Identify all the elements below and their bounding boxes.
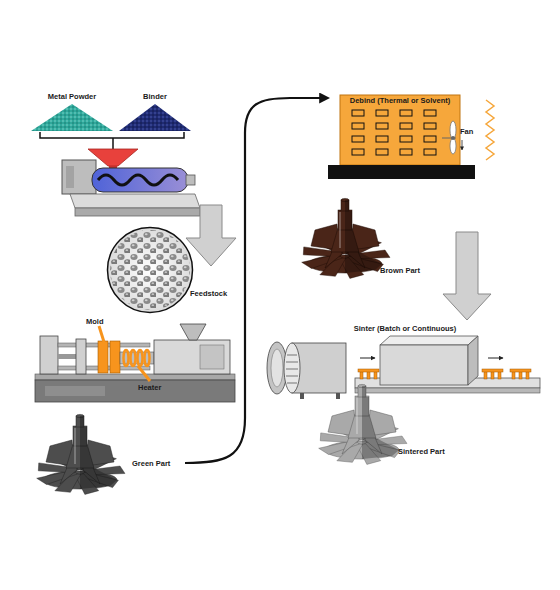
molding-machine (35, 324, 235, 402)
block-arrow (443, 232, 491, 320)
stage-label: Green Part (132, 459, 187, 468)
brown-part-image (299, 198, 390, 278)
flow-arrow (185, 98, 328, 463)
shape-outline (108, 228, 193, 313)
feedstock-circle: Feedstock (106, 226, 256, 316)
debind-oven (328, 95, 494, 179)
fan-label: Fan (460, 127, 473, 136)
green-part-image (34, 414, 125, 494)
stage-label: Sinter (Batch or Continuous) (265, 324, 545, 333)
batch-furnace (267, 342, 346, 399)
sintered-part: Sintered Part (320, 395, 470, 480)
stage-label: Feedstock (190, 289, 250, 298)
debind-oven-box: Debind (Thermal or Solvent) (328, 93, 475, 179)
brown-part: Brown Part (300, 195, 450, 290)
feedstock-pellets (108, 228, 192, 312)
heater-label: Heater (138, 383, 161, 392)
mixing-extruder (40, 132, 200, 216)
green-part: Green Part (35, 405, 185, 505)
sintered-part-image (316, 384, 407, 464)
shape-outline (119, 104, 191, 131)
continuous-furnace (355, 336, 540, 393)
stage-label: Brown Part (380, 266, 440, 275)
stage-label: Metal Powder (30, 92, 114, 101)
sinter-furnaces: Sinter (Batch or Continuous) (265, 322, 545, 400)
stage-label: Debind (Thermal or Solvent) (340, 96, 460, 105)
stage-label: Binder (118, 92, 192, 101)
stage-label: Sintered Part (398, 447, 468, 456)
powder-pile: Metal Powder (30, 92, 114, 132)
mold-label: Mold (86, 317, 104, 326)
binder-pile: Binder (118, 92, 192, 132)
shape-outline (31, 104, 113, 131)
circle-outline (106, 226, 256, 316)
process-arrow (186, 205, 236, 266)
